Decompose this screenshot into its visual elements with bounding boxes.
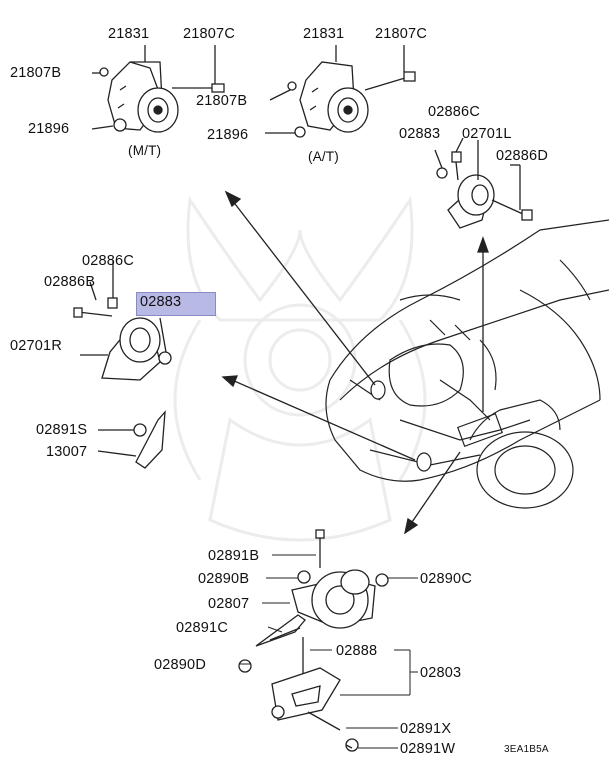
- part-label-02888[interactable]: 02888: [336, 643, 378, 659]
- part-label-13007[interactable]: 13007: [46, 444, 88, 460]
- right-engine-mount: [73, 260, 172, 381]
- part-label-02803[interactable]: 02803: [420, 665, 462, 681]
- mt-engine-mount: [91, 45, 225, 133]
- part-label-02883-right[interactable]: 02883: [399, 126, 441, 142]
- part-label-21896-at[interactable]: 21896: [207, 127, 249, 143]
- variant-label-at: (A/T): [308, 149, 339, 164]
- part-label-21807c-mt[interactable]: 21807C: [183, 26, 235, 42]
- part-label-21831-at[interactable]: 21831: [303, 26, 345, 42]
- bracket-13007: [97, 410, 166, 469]
- part-label-21807c-at[interactable]: 21807C: [375, 26, 427, 42]
- part-label-02891b[interactable]: 02891B: [208, 548, 260, 564]
- pointer-arrows: [221, 190, 489, 535]
- part-label-02891s[interactable]: 02891S: [36, 422, 88, 438]
- part-label-21807b-at[interactable]: 21807B: [196, 93, 248, 109]
- part-label-02890d[interactable]: 02890D: [154, 657, 206, 673]
- part-label-02891x[interactable]: 02891X: [400, 721, 452, 737]
- part-label-02886b[interactable]: 02886B: [44, 274, 96, 290]
- transmission-mount-assembly: [238, 529, 389, 752]
- part-label-02886c-right[interactable]: 02886C: [428, 104, 480, 120]
- part-label-02883-highlighted[interactable]: 02883: [136, 292, 216, 316]
- part-label-02890b[interactable]: 02890B: [198, 571, 250, 587]
- watermark-emblem: [173, 195, 427, 542]
- part-label-21896-mt[interactable]: 21896: [28, 121, 70, 137]
- part-label-02891c[interactable]: 02891C: [176, 620, 228, 636]
- left-engine-mount: [434, 137, 533, 229]
- part-label-21807b-mt[interactable]: 21807B: [10, 65, 62, 81]
- vehicle-engine-bay: [325, 219, 609, 509]
- part-label-21831-mt[interactable]: 21831: [108, 26, 150, 42]
- part-label-02701r[interactable]: 02701R: [10, 338, 62, 354]
- part-label-02890c[interactable]: 02890C: [420, 571, 472, 587]
- diagram-code: 3EA1B5A: [504, 744, 549, 755]
- part-label-02701l[interactable]: 02701L: [462, 126, 512, 142]
- variant-label-mt: (M/T): [128, 143, 162, 158]
- leader-lines: [240, 554, 418, 749]
- at-engine-mount: [265, 45, 416, 138]
- part-label-02891w[interactable]: 02891W: [400, 741, 456, 757]
- part-label-02886d[interactable]: 02886D: [496, 148, 548, 164]
- part-label-02807[interactable]: 02807: [208, 596, 250, 612]
- part-label-02886c-left[interactable]: 02886C: [82, 253, 134, 269]
